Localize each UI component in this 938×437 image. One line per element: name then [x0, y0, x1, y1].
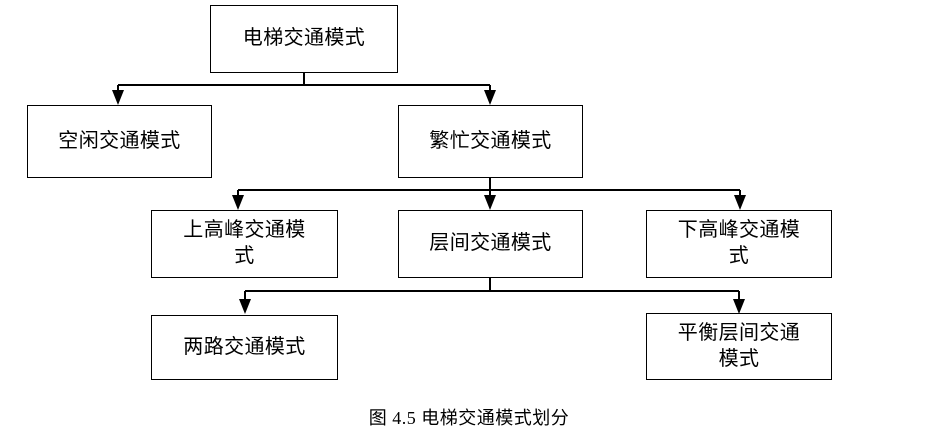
arrowhead-elevator-to-level1-1 — [484, 90, 496, 105]
node-idle-traffic-mode[interactable]: 空闲交通模式 — [27, 105, 212, 178]
node-label-elevator-traffic-mode: 电梯交通模式 — [242, 27, 366, 50]
node-label-interfloor-traffic-mode: 层间交通模式 — [429, 232, 552, 255]
node-interfloor-traffic-mode[interactable]: 层间交通模式 — [398, 210, 583, 278]
node-down-peak-traffic-mode[interactable]: 下高峰交通模 式 — [646, 210, 832, 278]
arrowhead-busy-to-level2-0 — [232, 195, 244, 210]
figure-caption: 图 4.5 电梯交通模式划分 — [368, 408, 570, 428]
node-label-up-peak-traffic-mode: 上高峰交通模 式 — [183, 219, 306, 267]
node-label-down-peak-traffic-mode: 下高峰交通模 式 — [677, 219, 801, 267]
node-label-balanced-interfloor-traffic-mode: 平衡层间交通 模式 — [677, 321, 801, 370]
arrowhead-busy-to-level2-2 — [734, 195, 746, 210]
arrowhead-interfloor-to-level3-1 — [733, 299, 745, 314]
arrowhead-busy-to-level2-1 — [484, 195, 496, 210]
node-busy-traffic-mode[interactable]: 繁忙交通模式 — [398, 105, 583, 178]
node-label-two-way-traffic-mode: 两路交通模式 — [183, 335, 306, 358]
connector-group — [112, 73, 746, 314]
node-two-way-traffic-mode[interactable]: 两路交通模式 — [151, 315, 338, 380]
node-elevator-traffic-mode[interactable]: 电梯交通模式 — [210, 5, 398, 73]
node-label-idle-traffic-mode: 空闲交通模式 — [58, 129, 181, 152]
node-label-busy-traffic-mode: 繁忙交通模式 — [429, 129, 552, 152]
node-balanced-interfloor-traffic-mode[interactable]: 平衡层间交通 模式 — [646, 313, 832, 380]
arrowhead-elevator-to-level1-0 — [112, 90, 124, 105]
node-up-peak-traffic-mode[interactable]: 上高峰交通模 式 — [151, 210, 338, 278]
arrowhead-interfloor-to-level3-0 — [239, 299, 251, 314]
